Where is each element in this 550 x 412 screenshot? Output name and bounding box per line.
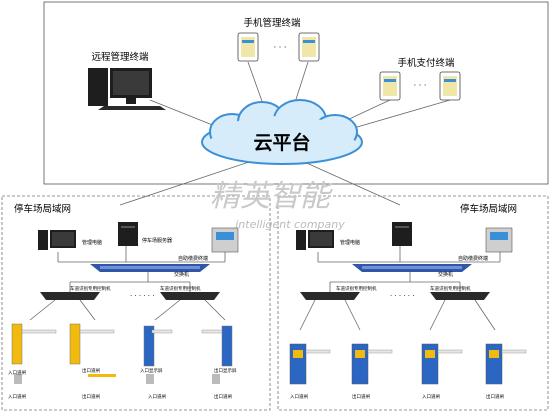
remote-mgmt-label: 远程管理终端 [91,51,149,63]
barrier-gate-icon [11,323,57,384]
right-dots: · · · · · · [390,292,414,300]
left-controller-b-label: 车道识别专用控制机 [160,285,201,292]
phone-icon [439,71,461,101]
left-mgmt-pc-label: 管理电脑 [82,239,102,246]
right-controller-b-label: 车道识别专用控制机 [430,285,471,292]
watermark-subtext: intelligent company [235,218,345,231]
right-entry-gate2-label: 入口道闸 [422,393,440,400]
cloud-shape [201,99,363,165]
left-server-label: 停车场服务器 [142,237,172,244]
payment-kiosk-icon [485,227,513,253]
desktop-computer-icon [296,230,334,250]
left-controller-a-label: 车道识别专用控制机 [70,285,111,292]
desktop-computer-icon [38,230,76,250]
left-self-pay-label: 自助缴费终端 [178,255,208,262]
mobile-mgmt-label: 手机管理终端 [243,17,301,29]
controller-icon [430,292,490,300]
left-lan-frame [1,195,271,411]
right-mgmt-pc-label: 管理电脑 [340,239,360,246]
phone-icon [298,32,320,62]
barrier-gate-icon [201,325,233,384]
watermark-text: 精英智能 [210,179,333,214]
left-exit-display-label: 出口显示屏 [214,367,237,374]
top-frame [43,1,549,185]
left-entry-gate2-label: 入口道闸 [8,393,26,400]
left-lan-title: 停车场局域网 [14,203,71,215]
right-lan-frame [277,195,549,411]
mobile-pay-ellipsis: · · · [414,81,427,90]
right-switch-label: 交换机 [438,271,453,278]
controller-icon [300,292,360,300]
server-icon [118,222,138,246]
right-controller-a-label: 车道识别专用控制机 [336,285,377,292]
left-entry-gate-label: 入口道闸 [8,369,26,376]
barrier-gate-icon [143,325,173,384]
left-dots: · · · · · · [130,292,154,300]
barrier-gate-icon [289,343,331,385]
mobile-mgmt-ellipsis: · · · [274,43,287,52]
barrier-gate-icon [421,343,463,385]
left-entry-gate3-label: 入口道闸 [148,393,166,400]
left-exit-gate-label: 出口道闸 [82,367,100,374]
right-exit-gate2-label: 出口道闸 [486,393,504,400]
right-lan-links [299,245,501,331]
payment-kiosk-icon [211,227,239,253]
right-self-pay-label: 自助缴费终端 [458,255,488,262]
controller-icon [40,292,100,300]
network-switch-icon [352,264,472,272]
left-entry-display-label: 入口显示屏 [140,368,163,374]
network-switch-icon [90,264,210,272]
cloud-label: 云平台 [253,131,310,154]
phone-icon [379,71,401,101]
barrier-gate-icon [351,343,393,385]
left-lan-links [29,245,226,321]
right-exit-gate-label: 出口道闸 [352,393,370,400]
right-entry-gate-label: 入口道闸 [290,393,308,400]
mobile-pay-label: 手机支付终端 [397,57,455,69]
barrier-gate-icon [69,323,116,377]
desktop-computer-icon [88,68,166,110]
left-exit-gate2-label: 出口道闸 [82,393,100,400]
left-switch-label: 交换机 [174,271,189,278]
phone-icon [237,32,259,62]
controller-icon [160,292,220,300]
right-lan-title: 停车场局域网 [460,203,517,215]
server-icon [392,222,412,246]
barrier-gate-icon [485,343,527,385]
left-exit-gate3-label: 出口道闸 [214,393,232,400]
